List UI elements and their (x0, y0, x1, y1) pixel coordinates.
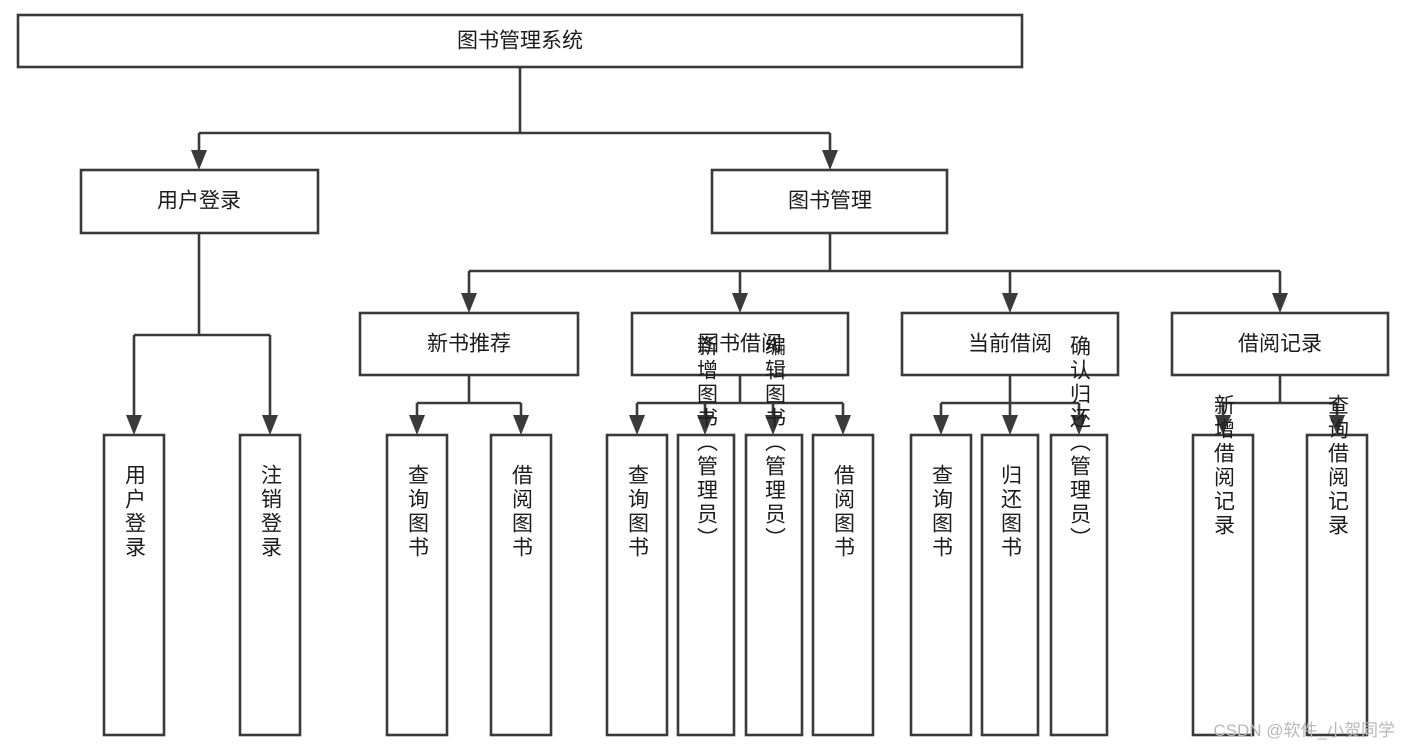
nodes-layer: 图书管理系统 用户登录 图书管理 新书推荐 图书借阅 当前 (16, 13, 1390, 737)
node-root-box[interactable] (16, 13, 1024, 69)
leaf-recommend-2-label: 借阅图书 (510, 464, 534, 560)
csdn-watermark: CSDN @软件_小贺同学 (1213, 721, 1395, 740)
arrow-head-book-to-n4 (1272, 293, 1288, 313)
arrow-head-root-to-user (191, 150, 207, 170)
leaf-current-3[interactable]: 确认归还（管理员） (1049, 335, 1109, 737)
leaf-recommend-1-box[interactable] (385, 433, 449, 737)
leaf-borrow-1-label: 查询图书 (626, 464, 650, 560)
leaf-borrow-2[interactable]: 新增图书（管理员） (676, 335, 736, 737)
arrow-head-borrow-leaf-3 (765, 415, 781, 435)
leaf-user-login-2-box[interactable] (238, 433, 302, 737)
leaf-borrow-4-box[interactable] (811, 433, 875, 737)
leaf-user-login-1[interactable]: 用户登录 (102, 433, 166, 737)
leaf-record-1-box[interactable] (1191, 433, 1255, 737)
leaf-recommend-2-box[interactable] (489, 433, 553, 737)
leaf-user-login-1-box[interactable] (102, 433, 166, 737)
arrow-head-record-leaf-2 (1329, 415, 1345, 435)
node-current-borrow-box[interactable] (900, 311, 1120, 377)
leaf-current-3-label: 确认归还（管理员） (1068, 335, 1092, 551)
arrow-head-rec-leaf-2 (513, 415, 529, 435)
leaf-user-login-2[interactable]: 注销登录 (238, 433, 302, 737)
node-user-login[interactable]: 用户登录 (79, 168, 320, 235)
leaf-borrow-2-box[interactable] (676, 433, 736, 737)
leaf-borrow-3-label: 编辑图书（管理员） (763, 335, 787, 551)
node-book-borrow-label: 图书借阅 (698, 333, 782, 356)
arrow-head-record-leaf-1 (1215, 415, 1231, 435)
arrow-head-current-leaf-1 (933, 415, 949, 435)
node-book-manage-box[interactable] (710, 168, 949, 235)
leaf-current-1[interactable]: 查询图书 (909, 433, 973, 737)
node-borrow-record-box[interactable] (1170, 311, 1390, 377)
node-book-manage[interactable]: 图书管理 (710, 168, 949, 235)
leaf-borrow-3[interactable]: 编辑图书（管理员） (744, 335, 804, 737)
leaf-current-2-label: 归还图书 (999, 464, 1023, 560)
leaf-current-3-box[interactable] (1049, 433, 1109, 737)
leaf-current-1-label: 查询图书 (930, 464, 954, 560)
leaf-borrow-4-label: 借阅图书 (832, 464, 856, 560)
leaf-current-2-box[interactable] (980, 433, 1040, 737)
node-root[interactable]: 图书管理系统 (16, 13, 1024, 69)
leaf-borrow-1[interactable]: 查询图书 (605, 433, 669, 737)
node-new-book-recommend-label: 新书推荐 (427, 333, 511, 356)
leaf-record-1-label: 新增借阅记录 (1212, 394, 1236, 538)
arrow-head-book-to-n1 (461, 293, 477, 313)
leaf-current-2[interactable]: 归还图书 (980, 433, 1040, 737)
arrow-head-borrow-leaf-2 (697, 415, 713, 435)
leaf-current-1-box[interactable] (909, 433, 973, 737)
node-new-book-recommend[interactable]: 新书推荐 (358, 311, 580, 377)
leaf-user-login-2-label: 注销登录 (259, 464, 283, 560)
arrow-head-book-to-n2 (732, 293, 748, 313)
node-user-login-label: 用户登录 (157, 190, 241, 213)
leaf-user-login-1-label: 用户登录 (123, 464, 147, 560)
node-book-borrow-box[interactable] (630, 311, 850, 377)
node-current-borrow[interactable]: 当前借阅 (900, 311, 1120, 377)
node-borrow-record[interactable]: 借阅记录 (1170, 311, 1390, 377)
node-root-label: 图书管理系统 (457, 30, 583, 53)
leaf-record-2-label: 查询借阅记录 (1326, 394, 1350, 538)
leaf-recommend-1-label: 查询图书 (406, 464, 430, 560)
leaf-borrow-4[interactable]: 借阅图书 (811, 433, 875, 737)
arrow-head-rec-leaf-1 (409, 415, 425, 435)
arrow-head-borrow-leaf-1 (629, 415, 645, 435)
leaf-borrow-2-label: 新增图书（管理员） (695, 335, 719, 551)
leaf-recommend-2[interactable]: 借阅图书 (489, 433, 553, 737)
leaf-record-2-box[interactable] (1305, 433, 1369, 737)
arrow-head-book-to-n3 (1002, 293, 1018, 313)
arrow-head-current-leaf-2 (1002, 415, 1018, 435)
node-book-borrow[interactable]: 图书借阅 (630, 311, 850, 377)
leaf-recommend-1[interactable]: 查询图书 (385, 433, 449, 737)
arrow-head-user-leaf-1 (126, 415, 142, 435)
leaf-record-1[interactable]: 新增借阅记录 (1191, 394, 1255, 737)
node-new-book-recommend-box[interactable] (358, 311, 580, 377)
arrow-head-borrow-leaf-4 (835, 415, 851, 435)
leaf-record-2[interactable]: 查询借阅记录 (1305, 394, 1369, 737)
arrow-head-user-leaf-2 (262, 415, 278, 435)
arrow-head-current-leaf-3 (1071, 415, 1087, 435)
leaf-borrow-3-box[interactable] (744, 433, 804, 737)
edges-layer (126, 67, 1345, 435)
node-current-borrow-label: 当前借阅 (968, 333, 1052, 356)
leaf-borrow-1-box[interactable] (605, 433, 669, 737)
arrow-head-root-to-book (822, 150, 838, 170)
node-user-login-box[interactable] (79, 168, 320, 235)
node-book-manage-label: 图书管理 (788, 190, 872, 213)
node-borrow-record-label: 借阅记录 (1238, 333, 1322, 356)
